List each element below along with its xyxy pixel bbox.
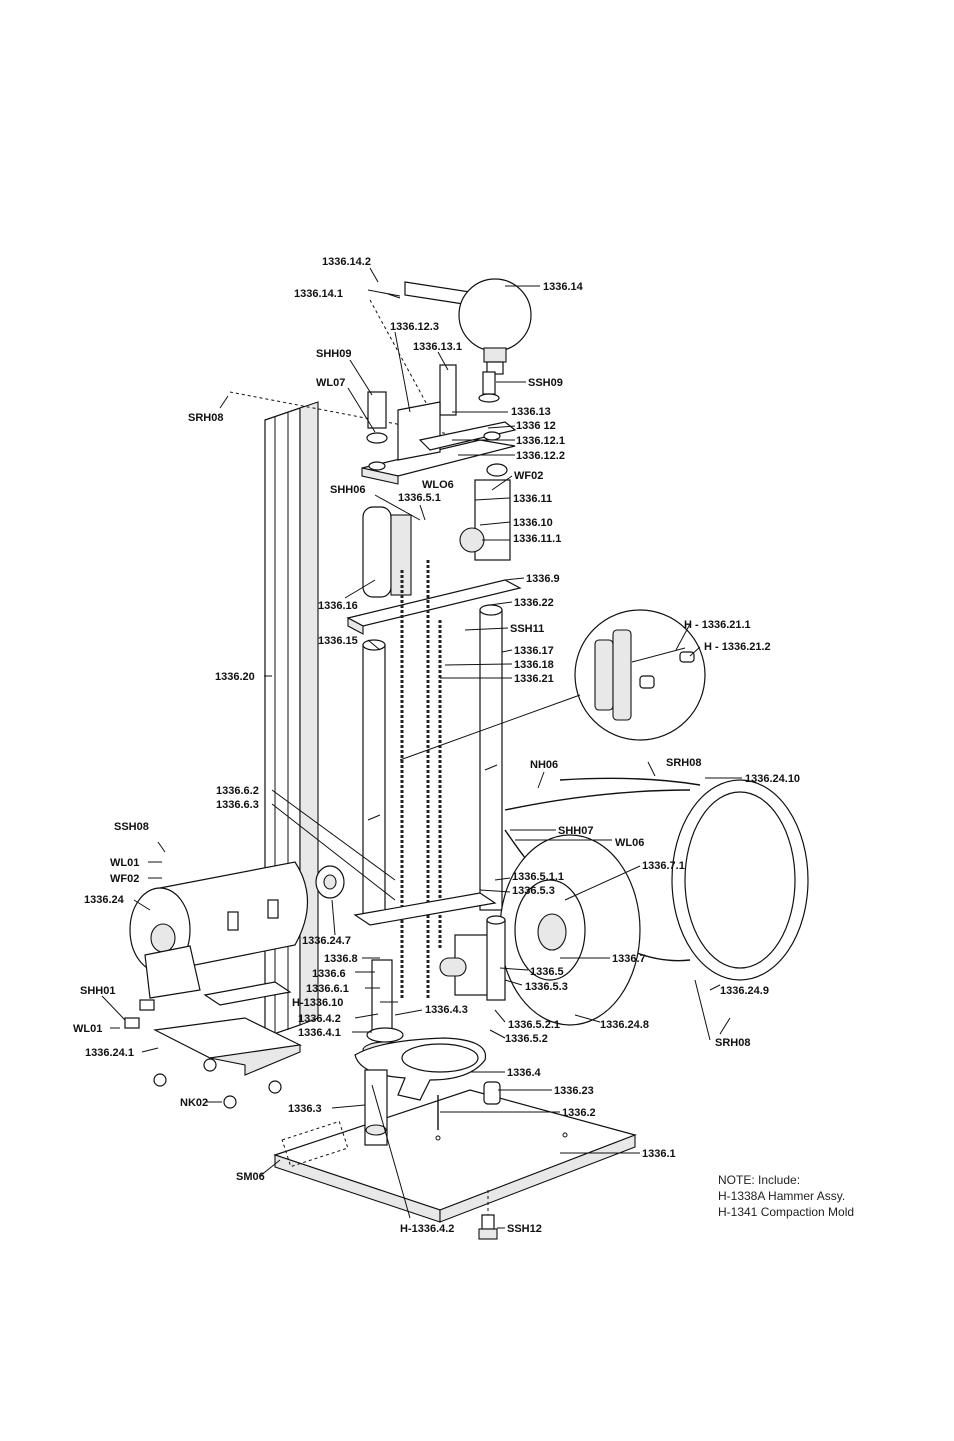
label-1336-24-10: 1336.24.10 [745,773,800,785]
label-1336-16: 1336.16 [318,600,358,612]
label-1336-24-1: 1336.24.1 [85,1047,134,1059]
label-1336-12: 1336 12 [516,420,556,432]
label-1336-24: 1336.24 [84,894,125,906]
label-1336-11: 1336.11 [513,493,552,505]
label-sm06: SM06 [236,1171,265,1183]
cross-arm [346,579,522,635]
label-1336-11-1: 1336.11.1 [513,533,561,545]
label-h-1336-21-2: H - 1336.21.2 [704,641,771,653]
belt-and-pulley [499,777,809,1041]
label-1336-17: 1336.17 [514,645,554,657]
bottom-screw [478,1190,498,1240]
label-1336-5-3-bottom: 1336.5.3 [525,981,568,993]
note-line-1: NOTE: Include: [718,1173,800,1187]
label-1336-5-3-top: 1336.5.3 [512,885,555,897]
label-1336-9: 1336.9 [526,573,560,585]
label-1336-18: 1336.18 [514,659,554,671]
label-1336-1: 1336.1 [642,1148,676,1160]
label-1336-5: 1336.5 [530,966,564,978]
label-1336-24-9: 1336.24.9 [720,985,769,997]
label-1336-5-1-1: 1336.5.1.1 [512,871,564,883]
label-1336-15: 1336.15 [318,635,358,647]
label-wf02-top: WF02 [514,470,543,482]
hammer-top-assembly [367,278,532,416]
label-1336-14-2: 1336.14.2 [322,256,371,268]
label-1336-8: 1336.8 [324,953,358,965]
label-h-1336-10: H-1336.10 [292,997,343,1009]
chain-detail-callout [399,609,706,761]
label-1336-4-1: 1336.4.1 [298,1027,341,1039]
carriage-blocks [362,463,511,598]
guide-columns [362,604,503,916]
label-wf02-mid: WF02 [110,873,139,885]
label-1336-4: 1336.4 [507,1067,542,1079]
motor-assembly [129,861,345,1006]
label-1336-3: 1336.3 [288,1103,322,1115]
label-1336-5-2: 1336.5.2 [505,1033,548,1045]
lower-carriage [353,892,506,1041]
label-srh08-top: SRH08 [188,412,223,424]
label-shh09: SHH09 [316,348,351,360]
label-1336-14-1: 1336.14.1 [294,288,343,300]
note-line-3: H-1341 Compaction Mold [718,1205,854,1219]
label-h-1336-21-1: H - 1336.21.1 [684,619,751,631]
label-wl06: WL06 [615,837,644,849]
label-srh08-bottom: SRH08 [715,1037,750,1049]
label-ssh09: SSH09 [528,377,563,389]
label-h-1336-4-2: H-1336.4.2 [400,1223,454,1235]
label-wl01-top: WL01 [110,857,139,869]
label-shh07: SHH07 [558,825,593,837]
label-wl07: WL07 [316,377,345,389]
label-ssh12: SSH12 [507,1223,542,1235]
label-1336-12-3: 1336.12.3 [390,321,439,333]
leader-lines [101,267,742,1229]
label-1336-21: 1336.21 [514,673,554,685]
label-1336-12-1: 1336.12.1 [516,435,565,447]
label-nk02: NK02 [180,1097,208,1109]
label-1336-13-1: 1336.13.1 [413,341,462,353]
label-1336-2: 1336.2 [562,1107,596,1119]
mold-holder [354,1027,501,1146]
part-labels: 1336.14.2 1336.14.1 1336.14 1336.12.3 SH… [73,256,800,1235]
label-1336-7-1: 1336.7.1 [642,860,685,872]
label-1336-22: 1336.22 [514,597,554,609]
label-wl01-bottom: WL01 [73,1023,102,1035]
label-1336-14: 1336.14 [543,281,584,293]
top-crosshead [361,391,517,485]
label-1336-10: 1336.10 [513,517,553,529]
label-ssh08: SSH08 [114,821,149,833]
label-1336-23: 1336.23 [554,1085,594,1097]
label-1336-6-1: 1336.6.1 [306,983,349,995]
label-1336-24-8: 1336.24.8 [600,1019,649,1031]
label-1336-6-2: 1336.6.2 [216,785,259,797]
label-1336-24-7: 1336.24.7 [302,935,351,947]
label-1336-20: 1336.20 [215,671,255,683]
label-shh06: SHH06 [330,484,365,496]
label-1336-5-1: 1336.5.1 [398,492,441,504]
label-1336-7: 1336.7 [612,953,646,965]
label-1336-13: 1336.13 [511,406,551,418]
label-1336-6: 1336.6 [312,968,346,980]
label-nh06: NH06 [530,759,558,771]
label-shh01: SHH01 [80,985,115,997]
drive-chain [400,560,442,1000]
label-wlo6: WLO6 [422,479,454,491]
base-plate [273,1089,637,1223]
label-1336-4-3: 1336.4.3 [425,1004,468,1016]
note-line-2: H-1338A Hammer Assy. [718,1189,845,1203]
label-1336-4-2: 1336.4.2 [298,1013,341,1025]
label-1336-6-3: 1336.6.3 [216,799,259,811]
label-ssh11: SSH11 [510,623,544,635]
motor-mount-plate [124,999,303,1109]
label-1336-5-2-1: 1336.5.2.1 [508,1019,560,1031]
label-1336-12-2: 1336.12.2 [516,450,565,462]
label-srh08-mid: SRH08 [666,757,701,769]
assembly-note: NOTE: Include: H-1338A Hammer Assy. H-13… [718,1173,854,1219]
